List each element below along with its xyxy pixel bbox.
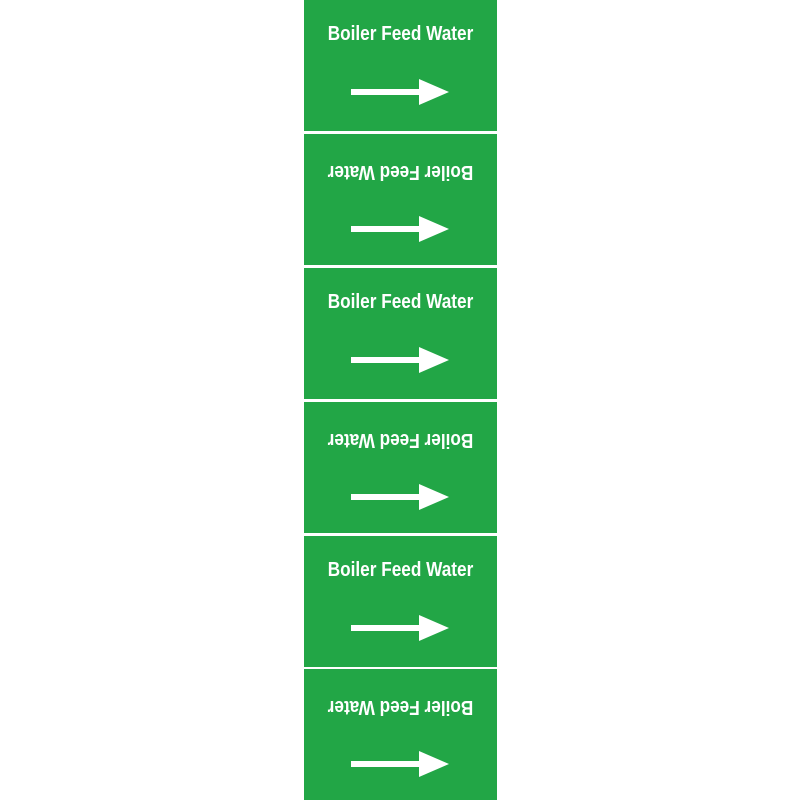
flow-arrow-icon — [351, 216, 449, 242]
flow-arrow-icon — [351, 484, 449, 510]
pipe-marker-1: Boiler Feed Water — [304, 0, 497, 131]
pipe-marker-label: Boiler Feed Water — [327, 559, 474, 581]
flow-arrow-icon — [351, 751, 449, 777]
pipe-marker-5: Boiler Feed Water — [304, 536, 497, 667]
flow-arrow-icon — [351, 347, 449, 373]
pipe-marker-label: Boiler Feed Water — [327, 429, 474, 451]
pipe-marker-label: Boiler Feed Water — [327, 696, 474, 718]
pipe-marker-label: Boiler Feed Water — [327, 161, 474, 183]
flow-arrow-icon — [351, 79, 449, 105]
pipe-marker-2: Boiler Feed Water — [304, 134, 497, 265]
pipe-marker-6: Boiler Feed Water — [304, 669, 497, 800]
pipe-marker-4: Boiler Feed Water — [304, 402, 497, 533]
pipe-marker-3: Boiler Feed Water — [304, 268, 497, 399]
pipe-marker-strip: Boiler Feed Water Boiler Feed Water Boil… — [304, 0, 497, 800]
flow-arrow-icon — [351, 615, 449, 641]
pipe-marker-label: Boiler Feed Water — [327, 23, 474, 45]
pipe-marker-label: Boiler Feed Water — [327, 291, 474, 313]
